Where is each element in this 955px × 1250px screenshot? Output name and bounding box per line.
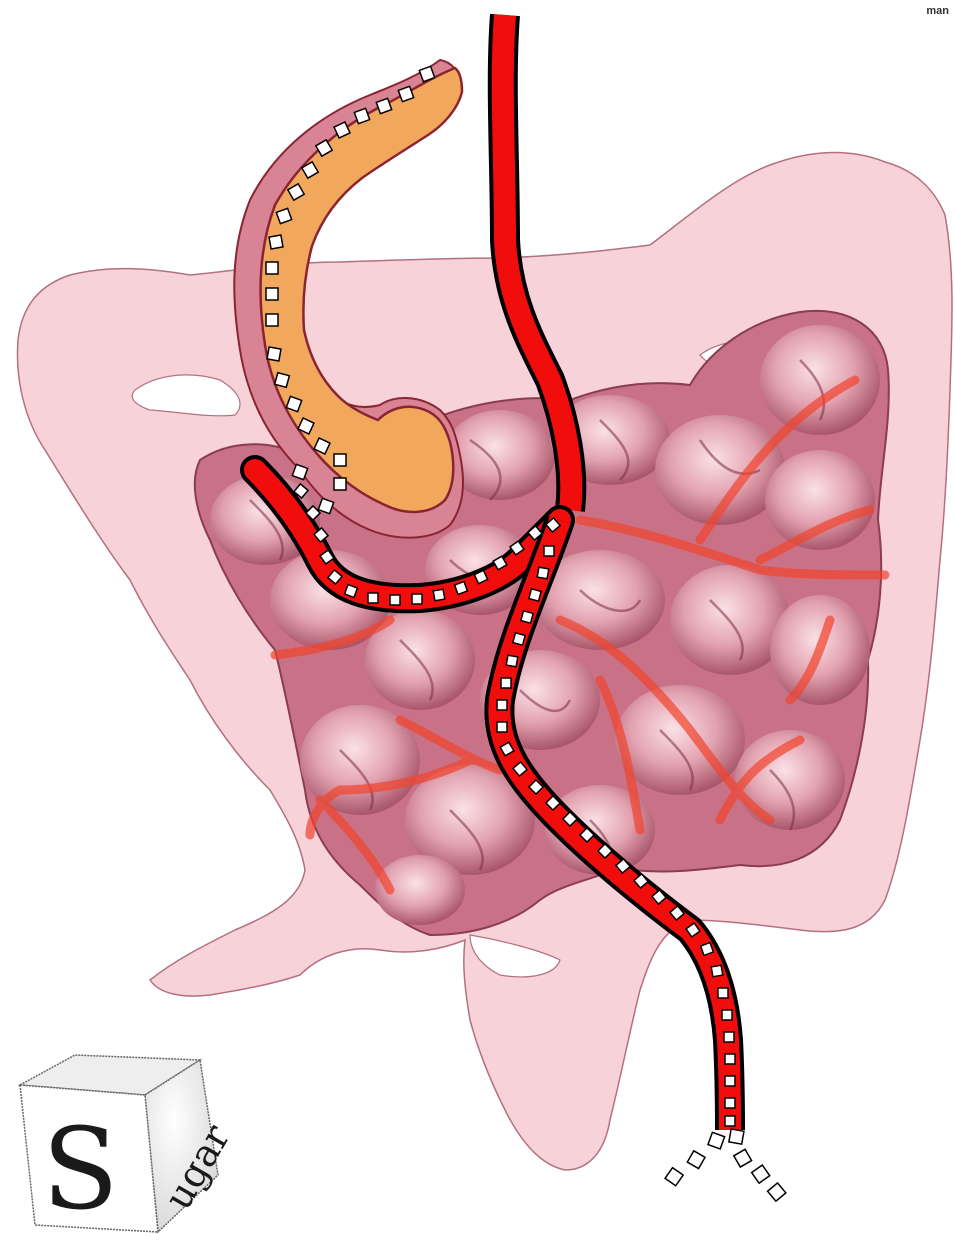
sugar-particle-icon xyxy=(665,1168,683,1186)
sugar-particle-icon xyxy=(412,594,422,604)
sugar-particle-icon xyxy=(390,595,400,605)
sugar-particle-icon xyxy=(734,1149,752,1167)
sugar-particle-icon xyxy=(501,678,511,688)
sugar-particle-icon xyxy=(752,1165,770,1183)
sugar-particle-icon xyxy=(334,454,346,466)
sugar-particle-icon xyxy=(529,589,541,601)
sugar-particle-icon xyxy=(266,314,278,326)
sugar-particle-icon xyxy=(729,1129,744,1144)
sugar-particle-icon xyxy=(345,585,358,598)
sugar-particle-icon xyxy=(725,1076,735,1086)
sugar-particle-icon xyxy=(267,347,281,361)
sugar-particle-icon xyxy=(722,1010,732,1020)
sugar-cube-letter-s: S xyxy=(42,1105,119,1235)
sugar-particle-icon xyxy=(544,546,554,556)
sugar-particle-icon xyxy=(513,633,525,645)
sugar-particle-icon xyxy=(725,1054,735,1064)
sugar-particle-icon xyxy=(433,589,445,601)
sugar-particle-icon xyxy=(725,1098,735,1108)
sugar-particle-icon xyxy=(724,1032,734,1042)
sugar-particle-icon xyxy=(497,700,507,710)
sugar-particle-icon xyxy=(725,1116,735,1126)
sugar-particle-icon xyxy=(711,965,723,977)
sugar-particle-icon xyxy=(497,722,507,732)
sugar-cube-icon: S ugar xyxy=(20,1055,239,1235)
sugar-particle-icon xyxy=(368,593,378,603)
sugar-particle-icon xyxy=(708,1132,725,1149)
sugar-particle-icon xyxy=(334,478,346,490)
sugar-particle-icon xyxy=(701,943,714,956)
sugar-particle-icon xyxy=(266,288,278,300)
sugar-particle-icon xyxy=(506,655,518,667)
sugar-particle-icon xyxy=(537,567,549,579)
sugar-particle-icon xyxy=(269,235,283,249)
sugar-particle-icon xyxy=(718,988,728,998)
sugar-particle-icon xyxy=(455,582,468,595)
sugar-particle-icon xyxy=(521,611,533,623)
sugar-particle-icon xyxy=(275,373,290,388)
sugar-particle-icon xyxy=(687,1151,705,1169)
sugar-particle-icon xyxy=(266,262,278,274)
sugar-particle-icon xyxy=(768,1183,786,1201)
